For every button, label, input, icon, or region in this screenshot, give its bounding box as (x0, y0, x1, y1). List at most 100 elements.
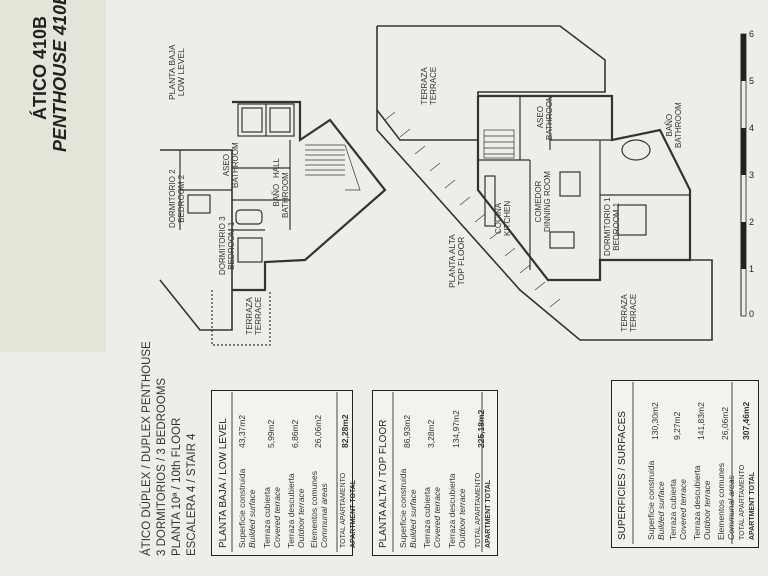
room-terrace-low-en: TERRACE (254, 296, 263, 335)
room-terrace1-top: TERRAZA TERRACE (420, 67, 438, 105)
low-row-1-en: Builded surface (247, 489, 257, 548)
room-cocina: COCINA KITCHEN (494, 201, 512, 236)
low-plan-title-en: LOW LEVEL (176, 48, 186, 97)
stairs-top (483, 129, 515, 159)
room-dorm2-low-en: BEDROOM 2 (177, 174, 186, 223)
room-dorm-top: DORMITORIO 1 BEDROOM 1 (603, 197, 621, 256)
surf-total-es: TOTAL APARTAMENTO (739, 464, 746, 540)
room-aseo-top: ASEO BATHROOM (536, 94, 554, 140)
room-bano-top: BAÑO BATHROOM (665, 102, 683, 148)
top-row-1-value: 86,93m2 (402, 414, 412, 448)
room-terrace2-top-es: TERRAZA (620, 294, 629, 332)
scale-tick-3: 3 (749, 170, 755, 180)
low-row-2-en: Covered terrace (272, 487, 282, 548)
top-row-2-es: Terraza cubierta (422, 487, 432, 548)
low-row-4-es: Elementos comunes (309, 470, 319, 548)
surfaces-card (611, 380, 759, 548)
room-dorm2-low: DORMITORIO 2 BEDROOM 2 (168, 169, 186, 228)
low-terrace (211, 290, 271, 346)
top-floor-plan (376, 25, 713, 341)
top-row-3-es: Terraza descubierta (447, 473, 457, 548)
top-row-3-en: Outdoor terrace (457, 488, 467, 548)
surf-total-value: 307,46m2 (741, 401, 751, 440)
scale-bar (740, 33, 747, 317)
surf-row-3-value: 141,83m2 (696, 402, 706, 440)
terrace-hatch (384, 111, 561, 308)
terrace-south (376, 110, 713, 341)
low-plan-west-wall (159, 149, 233, 331)
low-total-en: APARTMENT TOTAL (350, 479, 357, 548)
room-bano-top-es: BAÑO (665, 113, 674, 137)
surf-row-1-es: Superficie construida (646, 460, 656, 540)
top-row-3-value: 134,97m2 (451, 410, 461, 448)
room-terrace1-top-en: TERRACE (429, 66, 438, 105)
room-terrace2-top-en: TERRACE (629, 293, 638, 332)
top-plan-title-en: TOP FLOOR (456, 236, 466, 286)
terrace-north (376, 25, 606, 141)
room-dorm-top-en: BEDROOM 1 (612, 202, 621, 251)
bathtub-low (235, 209, 263, 225)
low-level-plan (159, 100, 387, 346)
low-row-1-es: Superficie construida (237, 468, 247, 548)
top-plan-title: PLANTA ALTA TOP FLOOR (447, 234, 466, 288)
bed-top (617, 204, 647, 236)
room-terrace-low: TERRAZA TERRACE (245, 297, 263, 335)
room-aseo-low: ASEO BATHROOM (222, 142, 240, 188)
low-row-4-value: 26,06m2 (313, 414, 323, 448)
scale-tick-5: 5 (749, 76, 755, 86)
room-bano-low-es: BAÑO (272, 183, 281, 207)
scale-tick-4: 4 (749, 123, 755, 133)
low-level-heading-text: PLANTA BAJA / LOW LEVEL (218, 418, 229, 548)
kitchen-counter (484, 175, 496, 227)
room-aseo-top-en: BATHROOM (545, 94, 554, 140)
low-row-2-value: 5,99m2 (266, 419, 276, 448)
surf-row-1-value: 130,30m2 (650, 402, 660, 440)
bathtub-top (621, 139, 651, 161)
room-comedor: COMEDOR DINNING ROOM (534, 171, 552, 232)
room-comedor-es: COMEDOR (534, 180, 543, 223)
surf-row-4-es: Elementos comunes (716, 462, 726, 540)
room-bano-low-en: BATHROOM (281, 172, 290, 218)
surfaces-heading-text: SUPERFICIES / SURFACES (617, 411, 628, 540)
surf-row-4-en: Communal areas (726, 475, 736, 540)
room-dorm1-low-es: DORMITORIO 3 (218, 216, 227, 275)
top-floor-heading-text: PLANTA ALTA / TOP FLOOR (378, 419, 389, 548)
low-plan-outer-wall (232, 100, 387, 292)
low-plan-title: PLANTA BAJA LOW LEVEL (167, 44, 186, 100)
surf-row-2-value: 9,27m2 (672, 411, 682, 440)
scale-tick-1: 1 (749, 264, 755, 274)
room-cocina-es: COCINA (494, 202, 503, 234)
sofa (549, 231, 575, 249)
scale-seg-5 (741, 222, 746, 269)
dining-table (559, 171, 581, 197)
low-row-3-value: 6,86m2 (290, 419, 300, 448)
room-comedor-en: DINNING ROOM (543, 171, 552, 232)
top-total-en: APARTMENT TOTAL (485, 479, 492, 548)
surf-row-4-value: 26,06m2 (720, 406, 730, 440)
scale-tick-6: 6 (749, 29, 755, 39)
surf-row-2-es: Terraza cubierta (668, 479, 678, 540)
card-dividers (231, 382, 733, 552)
room-terrace2-top: TERRAZA TERRACE (620, 294, 638, 332)
surf-row-2-en: Covered terrace (678, 479, 688, 540)
room-dorm1-low: DORMITORIO 3 BEDROOM 1 (218, 216, 236, 275)
elevator-car-2 (269, 107, 291, 133)
low-row-2-es: Terraza cubierta (262, 487, 272, 548)
bed-low-2 (187, 194, 211, 214)
low-row-1-value: 43,37m2 (237, 414, 247, 448)
scale-seg-1 (741, 34, 746, 81)
surf-row-3-en: Outdoor terrace (702, 480, 712, 540)
low-row-3-es: Terraza descubierta (286, 473, 296, 548)
low-row-3-en: Outdoor terrace (296, 488, 306, 548)
